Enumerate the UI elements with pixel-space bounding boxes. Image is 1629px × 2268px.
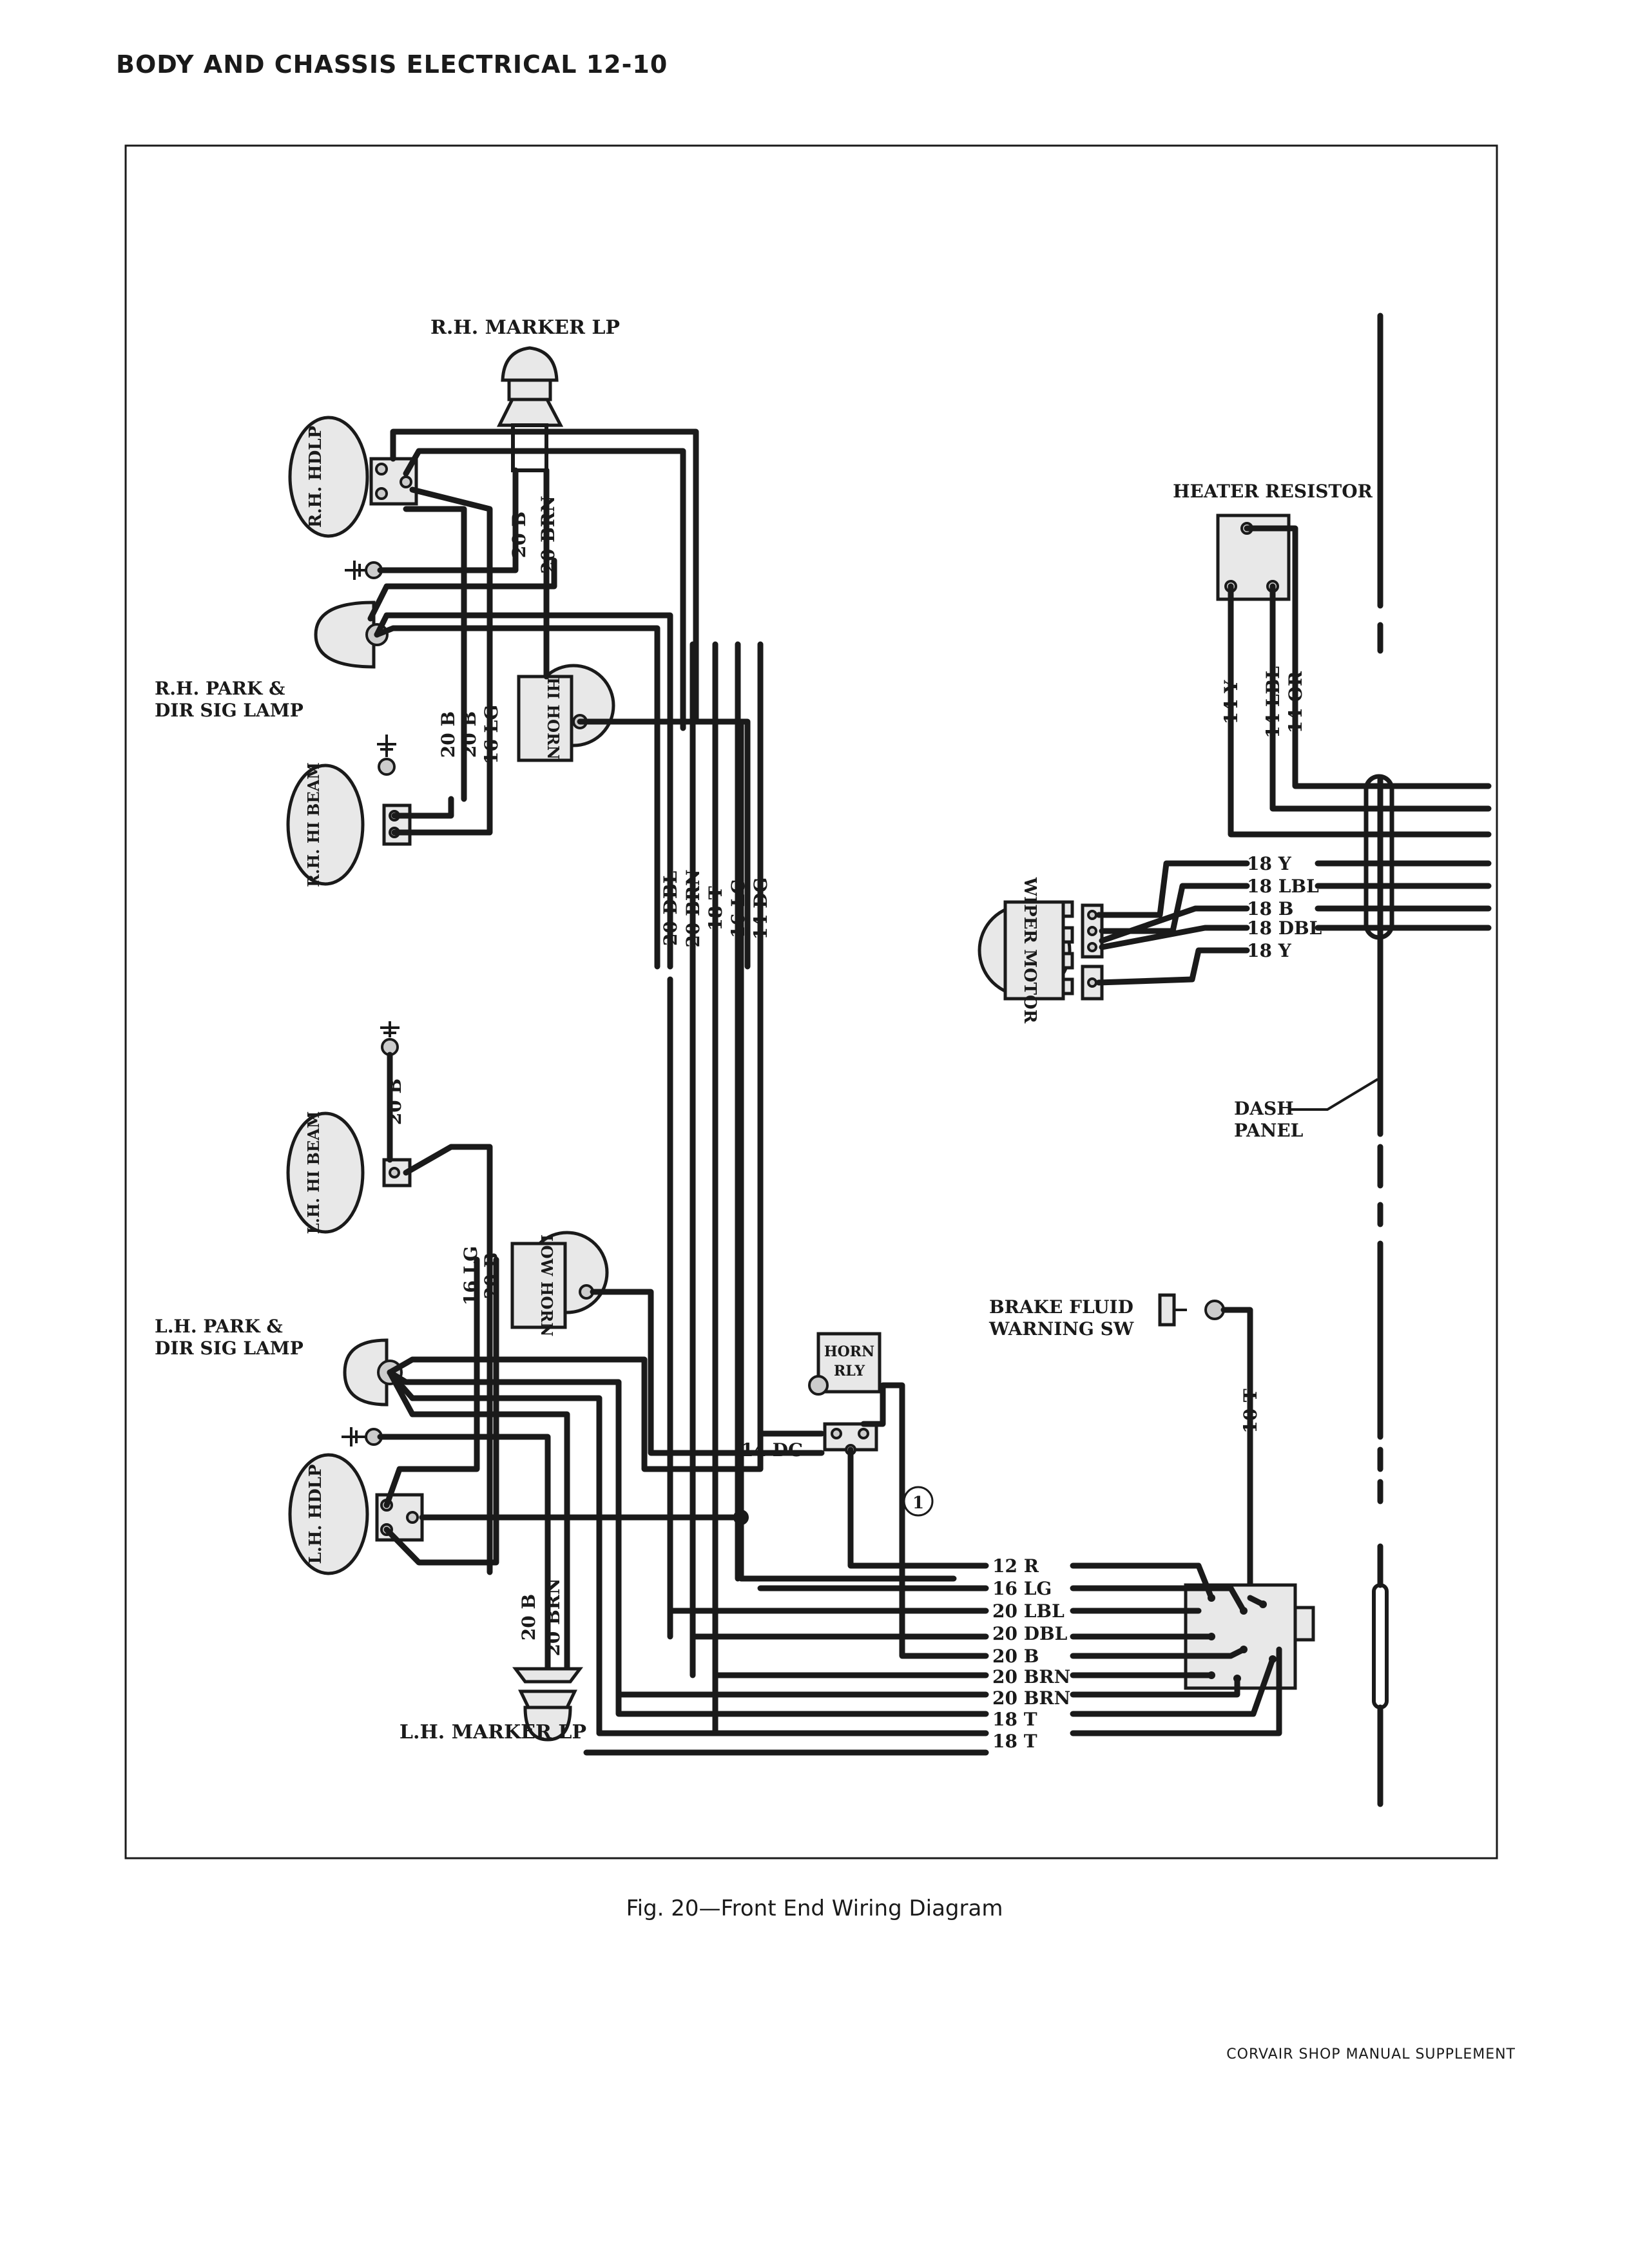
rh-hi-beam-lamp: R.H. HI BEAM (286, 762, 412, 887)
lh-beam-wire-b: 20 B (384, 1079, 405, 1125)
wiper-wire-4: 18 DBL (1247, 918, 1322, 939)
rh-beam-wire-b2: 20 B (459, 711, 480, 758)
brake-fluid-label-1: BRAKE FLUID (989, 1296, 1133, 1318)
lh-hi-beam-lamp: L.H. HI BEAM (286, 1111, 412, 1235)
lh-ground-mid (342, 1427, 383, 1446)
lh-hdlp-label: L.H. HDLP (306, 1465, 325, 1564)
wiper-wire-1: 18 Y (1247, 853, 1292, 874)
lh-park-label-2: DIR SIG LAMP (155, 1338, 304, 1359)
connector-wire-1: 12 R (992, 1555, 1039, 1577)
rh-marker-lamp (496, 346, 564, 472)
heater-resistor-label: HEATER RESISTOR (1173, 481, 1373, 502)
connector-wire-6: 20 BRN (992, 1666, 1070, 1687)
lh-marker-wire-b: 20 B (518, 1594, 539, 1640)
lh-hi-beam-label: L.H. HI BEAM (304, 1111, 323, 1235)
rh-ground (345, 561, 383, 580)
horn-relay-label-2: RLY (834, 1363, 865, 1379)
wiper-motor-label: WIPER MOTOR (1020, 877, 1039, 1024)
rh-hdlp-label: R.H. HDLP (306, 426, 325, 528)
rh-headlamp: R.H. HDLP (288, 416, 418, 538)
diagram-border (124, 144, 1498, 1860)
lh-ground-top (380, 1021, 400, 1056)
rh-beam-ground (377, 735, 396, 776)
lh-wiring (377, 1256, 989, 1756)
dash-panel-label-1: DASH (1234, 1098, 1294, 1119)
wiper-wire-2: 18 LBL (1247, 876, 1319, 897)
wiper-wire-5: 18 Y (1247, 940, 1292, 961)
lh-headlamp: L.H. HDLP (288, 1453, 424, 1575)
heater-wiring (1228, 525, 1492, 940)
rh-wiring (367, 428, 957, 1582)
low-horn-label: LOW HORN (537, 1235, 556, 1337)
heater-wire-or: 14 OR (1285, 671, 1306, 733)
brake-wire-t: 10 T (1240, 1389, 1261, 1434)
harness-label-3: 18 T (705, 886, 726, 931)
dash-panel-label-2: PANEL (1234, 1120, 1304, 1141)
wiper-wiring (1095, 860, 1492, 986)
horn-relay-label-1: HORN (824, 1343, 874, 1360)
rh-marker-label: R.H. MARKER LP (430, 316, 620, 339)
connector-wire-2: 16 LG (992, 1578, 1052, 1599)
connector-wire-8: 18 T (992, 1709, 1037, 1730)
rh-marker-wire-b: 20 B (508, 512, 530, 558)
connector-wire-9: 18 T (992, 1731, 1037, 1752)
wiper-motor: WIPER MOTOR (978, 877, 1104, 1024)
connector-wire-3: 20 LBL (992, 1600, 1065, 1622)
brake-fluid-label-2: WARNING SW (988, 1318, 1134, 1340)
footer-note: CORVAIR SHOP MANUAL SUPPLEMENT (1226, 2046, 1516, 2062)
rh-beam-wire-lg: 16 LG (481, 705, 502, 764)
rh-hi-beam-label: R.H. HI BEAM (304, 762, 323, 887)
connector-wire-7: 20 BRN (992, 1687, 1070, 1709)
hi-horn: HI HORN (517, 664, 615, 762)
harness-label-2: 20 BRN (682, 869, 704, 947)
connector-wire-5: 20 B (992, 1646, 1039, 1667)
rh-marker-wire-brn: 20 BRN (537, 495, 559, 573)
low-horn: LOW HORN (510, 1231, 609, 1337)
harness-label-4: 16 LG (728, 879, 749, 938)
main-harness (667, 641, 764, 1736)
brake-fluid-switch (1158, 1293, 1253, 1601)
figure-caption: Fig. 20—Front End Wiring Diagram (626, 1896, 1003, 1921)
hi-horn-label: HI HORN (544, 677, 563, 760)
wiper-wire-3: 18 B (1247, 898, 1293, 919)
circle-marker-label: 1 (912, 1494, 924, 1513)
heater-wire-y: 14 Y (1220, 680, 1242, 725)
lh-park-label-1: L.H. PARK & (155, 1316, 283, 1337)
rh-park-label-2: DIR SIG LAMP (155, 700, 304, 721)
harness-label-1: 20 DBL (660, 871, 681, 947)
page-header: BODY AND CHASSIS ELECTRICAL 12-10 (116, 50, 668, 79)
harness-label-5: 14 DG (750, 878, 771, 940)
lh-marker-label: L.H. MARKER LP (400, 1721, 586, 1744)
lh-marker-lamp (512, 1667, 583, 1742)
horn-relay (808, 1332, 882, 1456)
connector-block (1070, 1562, 1315, 1736)
dash-panel-line (1372, 312, 1389, 1807)
lh-marker-wire-brn: 20 BRN (543, 1578, 564, 1656)
heater-wire-lbl: 14 LBL (1262, 666, 1284, 738)
connector-wire-4: 20 DBL (992, 1623, 1068, 1644)
rh-beam-wire-b1: 20 B (438, 711, 459, 758)
rh-park-label-1: R.H. PARK & (155, 678, 285, 699)
